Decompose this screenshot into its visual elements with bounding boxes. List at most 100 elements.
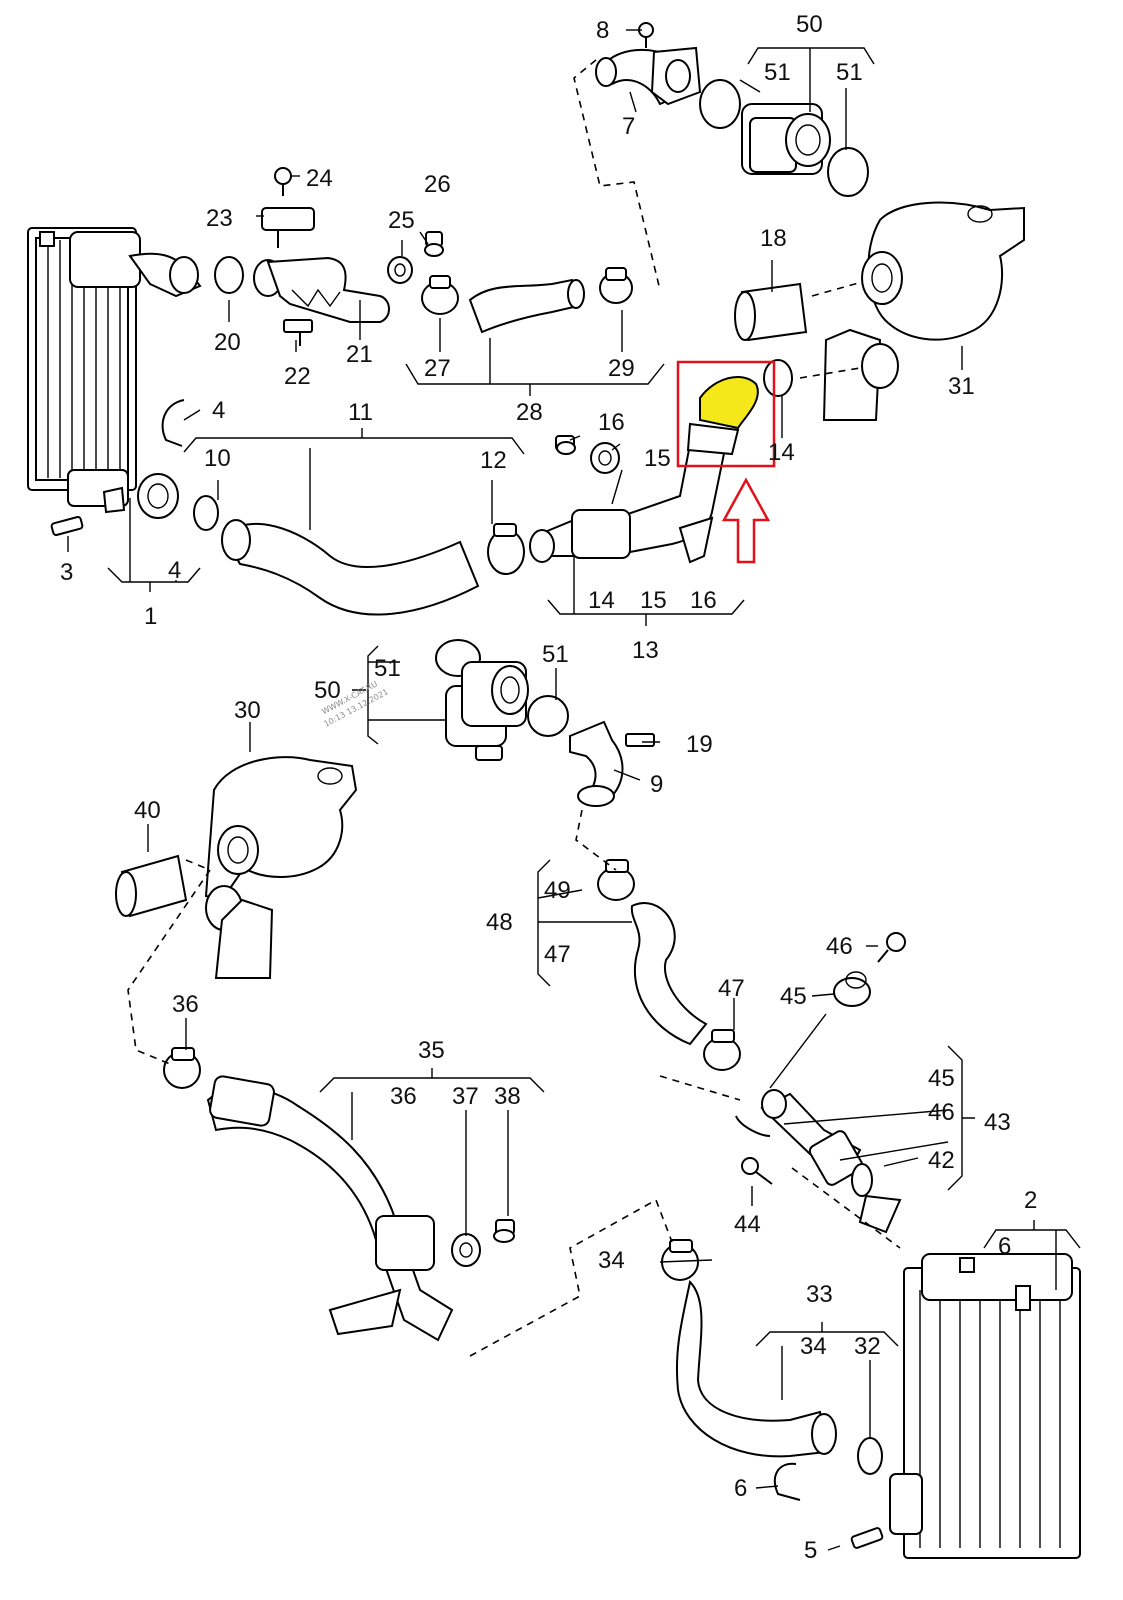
seal-ring-32 bbox=[857, 1437, 883, 1475]
callout-26: 26 bbox=[424, 171, 451, 198]
callout-42: 42 bbox=[928, 1147, 955, 1174]
seal-ring-10 bbox=[193, 495, 219, 531]
hose-40 bbox=[115, 854, 188, 918]
callout-6-bottom: 6 bbox=[734, 1475, 747, 1502]
seal-ring-20 bbox=[214, 256, 244, 294]
callout-51-mid-right: 51 bbox=[542, 641, 569, 668]
intercooler-right bbox=[889, 1253, 1081, 1559]
grommet-15 bbox=[590, 442, 620, 474]
callout-47-right: 47 bbox=[718, 975, 745, 1002]
grommet-25 bbox=[387, 256, 413, 284]
callout-33: 33 bbox=[806, 1281, 833, 1308]
pipe-43 bbox=[735, 1089, 902, 1234]
bolt-16 bbox=[555, 435, 576, 455]
grommet-45 bbox=[833, 971, 871, 1007]
grommet-37 bbox=[451, 1233, 481, 1267]
bolt-46 bbox=[877, 932, 906, 963]
clip-6 bbox=[773, 1462, 801, 1501]
hose-28 bbox=[421, 267, 633, 334]
callout-18: 18 bbox=[760, 225, 787, 252]
callout-28: 28 bbox=[516, 399, 543, 426]
callout-44: 44 bbox=[734, 1211, 761, 1238]
clamp-14-right bbox=[763, 359, 793, 397]
charge-pipe-35 bbox=[163, 1047, 454, 1342]
callout-14-group: 14 bbox=[588, 587, 615, 614]
elbow-pipe-7 bbox=[595, 46, 702, 106]
callout-9: 9 bbox=[650, 771, 663, 798]
callout-29: 29 bbox=[608, 355, 635, 382]
callout-21: 21 bbox=[346, 341, 373, 368]
callout-16-top: 16 bbox=[598, 409, 625, 436]
callout-20: 20 bbox=[214, 329, 241, 356]
callout-24: 24 bbox=[306, 165, 333, 192]
bolt-19 bbox=[625, 733, 655, 747]
hose-48 bbox=[597, 859, 741, 1071]
callout-1: 1 bbox=[144, 603, 157, 630]
hose-18 bbox=[734, 282, 808, 342]
bolt-22 bbox=[283, 319, 313, 346]
callout-36-top: 36 bbox=[172, 991, 199, 1018]
callout-34-left: 34 bbox=[598, 1247, 625, 1274]
callout-11: 11 bbox=[348, 399, 373, 426]
callout-25: 25 bbox=[388, 207, 415, 234]
callout-32: 32 bbox=[854, 1333, 881, 1360]
callout-3: 3 bbox=[60, 559, 73, 586]
callout-50-mid: 50 bbox=[314, 677, 341, 704]
callout-15-top: 15 bbox=[644, 445, 671, 472]
callout-6-top: 6 bbox=[998, 1233, 1011, 1260]
callout-40: 40 bbox=[134, 797, 161, 824]
callout-15-group: 15 bbox=[640, 587, 667, 614]
callout-31: 31 bbox=[948, 373, 975, 400]
callout-47-left: 47 bbox=[544, 941, 571, 968]
callout-50-top: 50 bbox=[796, 11, 823, 38]
callout-34-group: 34 bbox=[800, 1333, 827, 1360]
callout-46-group: 46 bbox=[928, 1099, 955, 1126]
callout-45-top: 45 bbox=[780, 983, 807, 1010]
bolt-5 bbox=[850, 1527, 884, 1549]
callout-19: 19 bbox=[686, 731, 713, 758]
clamp-12 bbox=[487, 523, 525, 575]
bolt-38 bbox=[493, 1219, 515, 1243]
callout-51-top-right: 51 bbox=[836, 59, 863, 86]
callout-5: 5 bbox=[804, 1537, 817, 1564]
callout-30: 30 bbox=[234, 697, 261, 724]
leader-lines-bottom bbox=[127, 645, 1081, 1551]
callout-49: 49 bbox=[544, 877, 571, 904]
callout-7: 7 bbox=[622, 113, 635, 140]
callout-45-group: 45 bbox=[928, 1065, 955, 1092]
charge-pipe-13 bbox=[529, 433, 730, 564]
leader-lines-top bbox=[67, 29, 963, 626]
callout-38: 38 bbox=[494, 1083, 521, 1110]
highlight-frame bbox=[676, 360, 776, 468]
callout-10: 10 bbox=[204, 445, 231, 472]
turbocharger-31 bbox=[822, 201, 1025, 421]
highlight-arrow bbox=[721, 477, 771, 564]
seal-ring-42 bbox=[851, 1163, 873, 1197]
bolt-24 bbox=[274, 167, 292, 196]
bolt-44 bbox=[741, 1157, 773, 1185]
highlighted-hose-14 bbox=[699, 375, 759, 430]
callout-8: 8 bbox=[596, 17, 609, 44]
throttle-body-50-top bbox=[741, 103, 831, 175]
hose-33 bbox=[661, 1239, 837, 1458]
elbow-pipe-9 bbox=[569, 720, 624, 807]
throttle-body-50-mid bbox=[445, 661, 529, 761]
callout-35: 35 bbox=[418, 1037, 445, 1064]
callout-23: 23 bbox=[206, 205, 233, 232]
bolt-8 bbox=[638, 22, 654, 48]
callout-22: 22 bbox=[284, 363, 311, 390]
callout-51-mid-left: 51 bbox=[374, 655, 401, 682]
callout-4-top: 4 bbox=[212, 397, 225, 424]
callout-48: 48 bbox=[486, 909, 513, 936]
callout-12: 12 bbox=[480, 447, 507, 474]
callout-4-bottom: 4 bbox=[168, 557, 181, 584]
callout-36-group: 36 bbox=[390, 1083, 417, 1110]
callout-51-top-left: 51 bbox=[764, 59, 791, 86]
callout-labels: 8 50 51 51 7 24 26 23 25 18 20 21 22 27 … bbox=[60, 11, 1037, 1564]
intercooler-left bbox=[27, 227, 202, 507]
boost-pipe-21 bbox=[253, 207, 390, 323]
o-ring-51-left bbox=[699, 79, 741, 129]
callout-2: 2 bbox=[1024, 1187, 1037, 1214]
hose-11 bbox=[221, 519, 480, 616]
